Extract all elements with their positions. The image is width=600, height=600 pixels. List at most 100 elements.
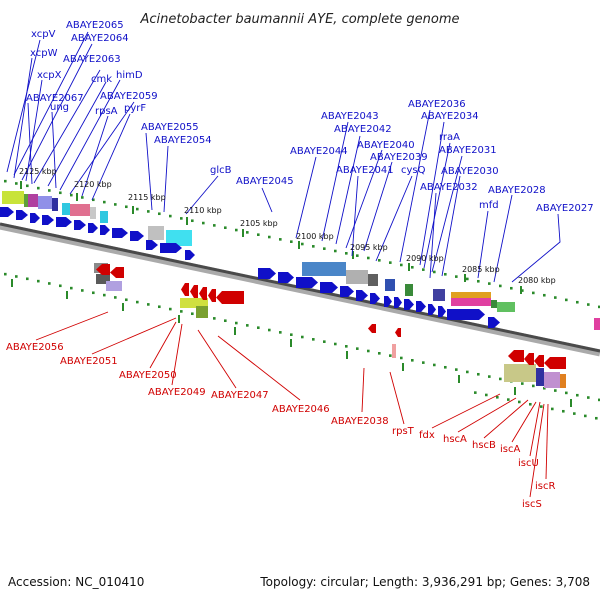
- gene-label-ABAYE2051: ABAYE2051: [60, 356, 118, 367]
- forward-gene-arrow: [394, 297, 402, 308]
- track-dot: [279, 331, 282, 334]
- track-dot: [125, 298, 128, 302]
- feature-block: [405, 284, 413, 296]
- track-dot: [466, 370, 469, 374]
- feature-block: [24, 194, 28, 207]
- gene-label-ABAYE2043: ABAYE2043: [321, 111, 379, 122]
- gene-label-xcpV: xcpV: [31, 29, 56, 40]
- track-dot: [389, 261, 392, 264]
- track-dot: [345, 252, 348, 255]
- track-dot: [565, 298, 568, 302]
- forward-callout-line: [295, 156, 317, 239]
- track-dot: [367, 256, 370, 260]
- feature-block: [451, 292, 491, 302]
- track-dot: [521, 382, 524, 385]
- forward-gene-arrow: [30, 213, 40, 223]
- kbp-tick: [76, 193, 78, 201]
- kbp-tick: [520, 286, 522, 294]
- gene-label-iscR: iscR: [535, 481, 555, 492]
- reverse-callout-line: [511, 401, 537, 443]
- feature-block: [100, 211, 108, 223]
- gene-label-cmk: cmk: [91, 74, 112, 85]
- reverse-gene-arrow: [96, 264, 110, 275]
- forward-gene-arrow: [130, 231, 144, 241]
- track-dot: [92, 198, 95, 202]
- track-dot: [180, 217, 183, 220]
- feature-block: [106, 281, 122, 291]
- reverse-callout-line: [457, 397, 517, 433]
- track-dot: [136, 207, 139, 211]
- gene-label-ABAYE2067: ABAYE2067: [26, 93, 84, 104]
- track-dot: [400, 263, 403, 267]
- forward-gene-arrow: [146, 240, 158, 250]
- forward-gene-arrow: [112, 228, 128, 238]
- reverse-callout-line: [91, 317, 177, 355]
- kbp-tick: [458, 375, 460, 383]
- feature-block: [166, 230, 192, 246]
- kbp-labels: 2125 kbp 2120 kbp 2115 kbp 2110 kbp 2105…: [19, 167, 556, 285]
- track-dot: [202, 221, 205, 225]
- forward-gene-arrow: [42, 215, 54, 225]
- reverse-gene-arrow: [216, 291, 244, 304]
- feature-block: [544, 372, 560, 388]
- forward-callout-line: [69, 101, 135, 195]
- reverse-callout-line: [361, 367, 365, 413]
- gene-label-rraA: rraA: [439, 132, 460, 143]
- kbp-tick: [234, 327, 236, 335]
- track-dot: [389, 354, 392, 357]
- kbp-tick: [186, 217, 188, 225]
- gene-label-ABAYE2055: ABAYE2055: [141, 122, 199, 133]
- forward-callout-line: [351, 175, 359, 257]
- gene-label-iscU: iscU: [518, 458, 539, 469]
- gene-label-iscA: iscA: [500, 444, 520, 455]
- track-dot: [224, 226, 227, 230]
- accession-text: Accession: NC_010410: [8, 575, 144, 589]
- gene-label-ABAYE2063: ABAYE2063: [63, 54, 121, 65]
- track-dot: [529, 402, 532, 406]
- forward-callout-line: [27, 102, 33, 185]
- forward-callout-line: [477, 210, 489, 279]
- forward-callout-line: [423, 142, 451, 269]
- gene-label-ABAYE2036: ABAYE2036: [408, 99, 466, 110]
- track-dot: [554, 389, 557, 392]
- forward-callout-line: [431, 155, 463, 273]
- reverse-gene-arrow: [395, 328, 401, 337]
- track-dot: [562, 409, 565, 413]
- gene-label-mfd: mfd: [479, 200, 499, 211]
- gene-label-ABAYE2027: ABAYE2027: [536, 203, 594, 214]
- reverse-gene-arrow: [544, 357, 566, 369]
- kbp-tick-marks: [11, 181, 572, 407]
- track-dot: [433, 363, 436, 367]
- reverse-gene-arrow: [508, 350, 524, 362]
- forward-callout-line: [13, 57, 33, 179]
- kbp-tick: [20, 181, 22, 189]
- track-dot: [532, 384, 535, 388]
- reverse-gene-arrow: [190, 285, 198, 298]
- track-dot: [279, 238, 282, 241]
- reverse-gene-arrow: [199, 287, 207, 300]
- track-dot: [543, 386, 546, 390]
- feature-block: [497, 302, 515, 312]
- forward-gene-arrow: [56, 217, 72, 227]
- forward-callout-line: [145, 132, 153, 211]
- track-dot: [235, 321, 238, 325]
- forward-callout-line: [47, 81, 107, 187]
- gene-label-xcpW: xcpW: [30, 48, 58, 59]
- track-dot: [587, 303, 590, 306]
- kbp-tick: [514, 387, 516, 395]
- gene-label-ABAYE2038: ABAYE2038: [331, 416, 389, 427]
- kbp-label-2080: 2080 kbp: [518, 276, 556, 285]
- track-dot: [551, 407, 554, 411]
- forward-gene-arrow: [356, 290, 368, 301]
- track-dot: [191, 219, 194, 223]
- feature-block: [491, 300, 497, 308]
- kbp-label-2115: 2115 kbp: [128, 193, 166, 202]
- track-dot: [169, 307, 172, 311]
- track-dot: [584, 414, 587, 418]
- kbp-label-2105: 2105 kbp: [240, 219, 278, 228]
- gene-label-ABAYE2034: ABAYE2034: [421, 111, 479, 122]
- gene-label-ABAYE2065: ABAYE2065: [66, 20, 124, 31]
- track-dot: [444, 272, 447, 276]
- kbp-tick: [11, 279, 13, 287]
- gene-label-cysQ: cysQ: [401, 165, 426, 176]
